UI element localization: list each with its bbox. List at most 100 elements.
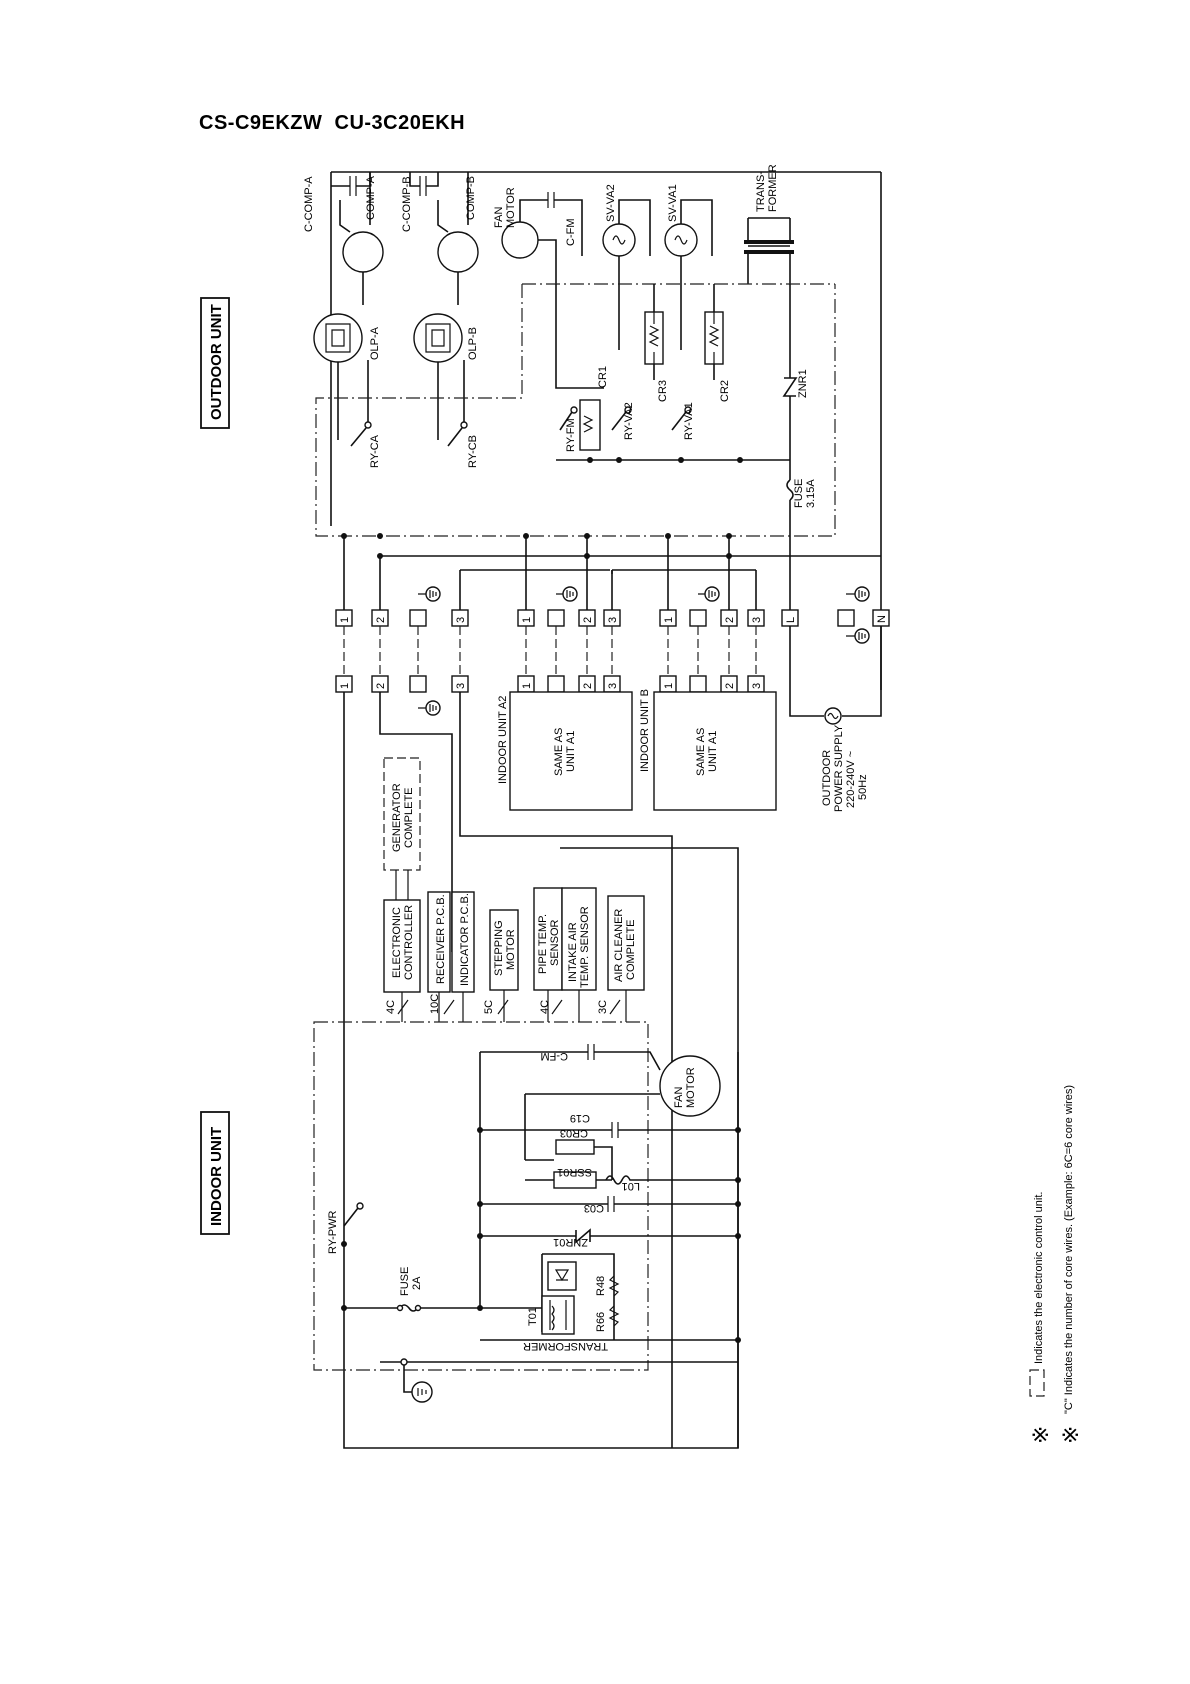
- svg-text:2: 2: [582, 683, 594, 689]
- outdoor-relays: CR1 RY-FM RY-VA2 RY-VA1: [555, 284, 790, 463]
- svg-text:RY-VA1: RY-VA1: [683, 402, 695, 440]
- electronic-controller-box: [383, 899, 421, 993]
- indoor-modules: ELECTRONIC CONTROLLER RECEIVER P.C.B. IN…: [383, 887, 645, 1022]
- note2-text: "C" Indicates the number of core wires. …: [1063, 1085, 1075, 1414]
- svg-text:1: 1: [339, 617, 351, 623]
- ry-va1-switch: [671, 411, 687, 431]
- indoor-unit-header: INDOOR UNIT: [200, 1111, 230, 1235]
- svg-text:INTAKE AIR: INTAKE AIR: [567, 922, 579, 982]
- svg-text:RY-CA: RY-CA: [369, 434, 381, 468]
- note1-text: Indicates the electronic control unit.: [1033, 1192, 1045, 1364]
- svg-text:R48: R48: [595, 1276, 607, 1296]
- indoor-unit-b-box: INDOOR UNIT B SAME AS UNIT A1: [639, 689, 777, 811]
- svg-text:3.15A: 3.15A: [805, 479, 817, 508]
- svg-text:RY-VA2: RY-VA2: [623, 402, 635, 440]
- terminal-a2-ground: [547, 609, 565, 627]
- svg-text:L: L: [785, 617, 797, 623]
- svg-text:MOTOR: MOTOR: [505, 187, 517, 228]
- svg-text:C03: C03: [584, 1202, 604, 1214]
- svg-text:FORMER: FORMER: [767, 164, 779, 212]
- note2-symbol: ※: [1058, 1426, 1083, 1444]
- svg-text:2: 2: [582, 617, 594, 623]
- svg-text:2: 2: [375, 683, 387, 689]
- indoor-fuse-icon: [399, 1304, 419, 1312]
- svg-text:OLP-B: OLP-B: [467, 327, 479, 360]
- svg-text:3: 3: [751, 683, 763, 689]
- ry-cb-switch: [447, 427, 463, 447]
- generator-complete: GENERATOR COMPLETE: [383, 757, 421, 900]
- svg-text:3: 3: [607, 617, 619, 623]
- svg-text:ZNR01: ZNR01: [553, 1236, 588, 1248]
- model-title: CS-C9EKZW CU-3C20EKH: [199, 112, 466, 134]
- outdoor-fan-valve-circuit: FAN MOTOR C-FM SV-VA2 SV-VA1 TRANS- FORM…: [493, 164, 794, 350]
- svg-text:2: 2: [724, 617, 736, 623]
- svg-text:2: 2: [375, 617, 387, 623]
- svg-text:CONTROLLER: CONTROLLER: [403, 905, 415, 980]
- outdoor-fuse-icon: [786, 479, 794, 501]
- svg-text:C19: C19: [570, 1112, 590, 1124]
- svg-text:1: 1: [663, 617, 675, 623]
- svg-text:220-240V ~: 220-240V ~: [845, 751, 857, 808]
- ry-ca-switch: [350, 427, 367, 447]
- svg-text:3: 3: [455, 683, 467, 689]
- indoor-circuit: C-FM FAN MOTOR C19 CR03 SSR01 L01 C03 ZN…: [479, 1044, 738, 1308]
- svg-text:C-FM: C-FM: [541, 1050, 569, 1062]
- svg-text:MOTOR: MOTOR: [505, 929, 517, 970]
- indoor-fan-motor-icon: [659, 1055, 721, 1117]
- svg-text:1: 1: [521, 617, 533, 623]
- svg-text:UNIT A1: UNIT A1: [707, 731, 719, 772]
- ry-fm-switch: [559, 411, 573, 431]
- svg-text:R66: R66: [595, 1312, 607, 1332]
- svg-text:INDOOR UNIT B: INDOOR UNIT B: [639, 689, 651, 772]
- svg-text:4C: 4C: [539, 1000, 551, 1014]
- svg-text:COMP-B: COMP-B: [465, 176, 477, 220]
- znr1-fuse: ZNR1 FUSE 3.15A: [782, 172, 882, 690]
- outdoor-unit-header: OUTDOOR UNIT: [200, 297, 230, 429]
- svg-text:3: 3: [455, 617, 467, 623]
- bridge-rectifier-icon: [547, 1261, 577, 1291]
- svg-text:SV-VA2: SV-VA2: [605, 184, 617, 222]
- ry-pwr-switch: [343, 1207, 359, 1227]
- svg-text:CR03: CR03: [560, 1127, 588, 1139]
- indoor-unit-label: INDOOR UNIT: [208, 1127, 225, 1226]
- note1-dash-box: [1029, 1369, 1045, 1397]
- svg-text:2A: 2A: [411, 1276, 423, 1290]
- svg-text:FUSE: FUSE: [793, 479, 805, 508]
- olp-a-icon: [313, 313, 363, 363]
- svg-text:SAME AS: SAME AS: [553, 728, 565, 776]
- svg-text:SSR01: SSR01: [557, 1166, 592, 1178]
- compressor-a-circuit: C-COMP-A COMP-A OLP-A RY-CA: [303, 172, 384, 468]
- svg-text:CR1: CR1: [597, 366, 609, 388]
- svg-text:T01: T01: [527, 1307, 539, 1326]
- svg-text:CR3: CR3: [657, 380, 669, 402]
- indoor-control-unit-boundary: [313, 1021, 649, 1371]
- compressor-a-icon: [342, 231, 384, 273]
- svg-text:COMPLETE: COMPLETE: [625, 919, 637, 980]
- outdoor-bus: [341, 526, 881, 610]
- svg-text:10C: 10C: [429, 994, 441, 1014]
- svg-text:TEMP. SENSOR: TEMP. SENSOR: [579, 906, 591, 988]
- svg-text:POWER SUPPLY: POWER SUPPLY: [833, 724, 845, 812]
- svg-text:3: 3: [751, 617, 763, 623]
- svg-text:OLP-A: OLP-A: [369, 326, 381, 360]
- indoor-transformer: T01 R48 R66 TRANSFORMER: [480, 1253, 738, 1352]
- compressor-b-icon: [437, 231, 479, 273]
- svg-text:L01: L01: [622, 1180, 640, 1192]
- svg-text:FAN: FAN: [493, 207, 505, 228]
- svg-text:SV-VA1: SV-VA1: [667, 184, 679, 222]
- svg-text:CR2: CR2: [719, 380, 731, 402]
- svg-text:UNIT A1: UNIT A1: [565, 731, 577, 772]
- svg-text:RECEIVER P.C.B.: RECEIVER P.C.B.: [435, 894, 447, 984]
- svg-text:4C: 4C: [385, 1000, 397, 1014]
- pipe-temp-sensor-box: [533, 887, 563, 991]
- outdoor-power-supply: OUTDOOR POWER SUPPLY 220-240V ~ 50Hz: [789, 626, 882, 812]
- svg-text:C-COMP-B: C-COMP-B: [401, 176, 413, 232]
- terminal-b-ground: [689, 609, 707, 627]
- svg-text:RY-FM: RY-FM: [565, 418, 577, 452]
- svg-text:INDICATOR P.C.B.: INDICATOR P.C.B.: [459, 893, 471, 986]
- svg-text:TRANS-: TRANS-: [755, 171, 767, 212]
- compressor-b-circuit: C-COMP-B COMP-B OLP-B RY-CB: [401, 172, 479, 468]
- svg-text:ELECTRONIC: ELECTRONIC: [391, 907, 403, 978]
- svg-text:N: N: [876, 615, 888, 623]
